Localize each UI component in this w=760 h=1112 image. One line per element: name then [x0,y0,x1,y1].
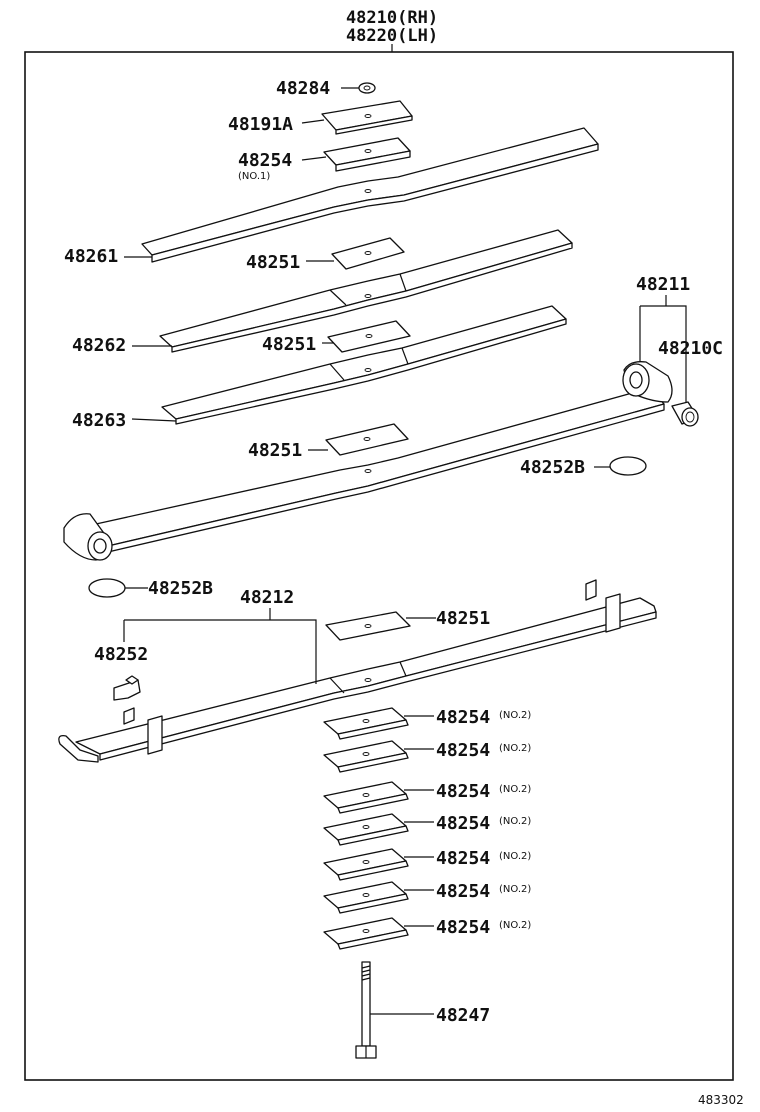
note-48254-lower: (NO.2) [499,920,531,931]
label-48210c: 48210C [658,338,723,359]
label-48254-lower: 48254 [436,917,490,938]
label-48254-lower: 48254 [436,740,490,761]
part-48251-d [325,611,411,641]
part-48254-lower-spacer [323,707,409,740]
leader-48191a [301,119,325,124]
diagram-code: 483302 [698,1093,744,1107]
part-48252-clip [113,675,141,701]
note-48254-top: (NO.1) [238,171,270,182]
part-48252b-left [88,578,126,598]
assembly-number-rh: 48210(RH) [346,8,438,28]
note-48254-lower: (NO.2) [499,710,531,721]
part-48191a [321,100,413,135]
label-48262: 48262 [72,335,126,356]
part-48254-lower-spacer [323,917,409,950]
label-48254-lower: 48254 [436,881,490,902]
leader-48254-top [301,156,327,161]
part-48254-lower-spacer [323,813,409,846]
part-48254-top [323,137,411,172]
label-48211: 48211 [636,274,690,295]
label-48252: 48252 [94,644,148,665]
label-48263: 48263 [72,410,126,431]
label-48254-lower: 48254 [436,813,490,834]
label-48251-a: 48251 [246,252,300,273]
label-48261: 48261 [64,246,118,267]
leader-48263 [131,418,177,422]
label-48247: 48247 [436,1005,490,1026]
leader-48211 [639,305,687,408]
part-48251-a [331,237,405,270]
part-48210c-bushing [671,401,699,427]
part-48211-main-leaf [63,361,673,561]
part-48284 [358,82,376,94]
label-48252b-right: 48252B [520,457,585,478]
part-48252b-right [609,456,647,476]
label-48254-lower: 48254 [436,707,490,728]
part-48254-lower-spacer [323,881,409,914]
label-48251-c: 48251 [248,440,302,461]
part-48261-leaf [141,127,599,263]
label-48254-top: 48254 [238,150,292,171]
part-48254-lower-spacer [323,848,409,881]
assembly-number-lh: 48220(LH) [346,26,438,46]
note-48254-lower: (NO.2) [499,816,531,827]
lower-spacer-stack: 48254 (NO.2) 48254 (NO.2) 48254 (NO.2) 48254 (N… [323,707,531,950]
part-48247-center-bolt [355,961,377,1059]
part-48262-leaf [159,229,573,353]
note-48254-lower: (NO.2) [499,851,531,862]
label-48252b-left: 48252B [148,578,213,599]
part-48251-b [327,320,411,353]
note-48254-lower: (NO.2) [499,784,531,795]
note-48254-lower: (NO.2) [499,743,531,754]
label-48284: 48284 [276,78,330,99]
part-48251-c [325,423,409,456]
label-48254-lower: 48254 [436,781,490,802]
leader-48212 [123,608,317,684]
part-48254-lower-spacer [323,740,409,773]
label-48254-lower: 48254 [436,848,490,869]
part-48254-lower-spacer [323,781,409,814]
note-48254-lower: (NO.2) [499,884,531,895]
label-48251-b: 48251 [262,334,316,355]
label-48191a: 48191A [228,114,293,135]
label-48251-d: 48251 [436,608,490,629]
label-48212: 48212 [240,587,294,608]
part-48263-leaf [161,305,567,425]
part-48212-helper-leaf [58,579,657,763]
assembly-frame [24,51,734,1081]
